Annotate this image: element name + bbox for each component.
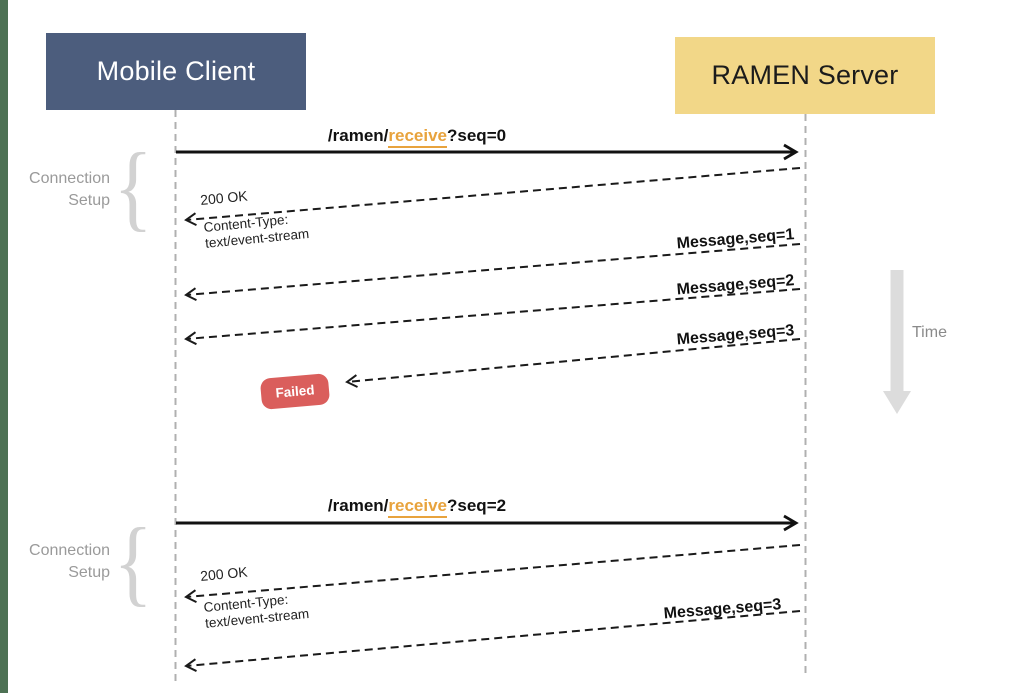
actor-ramen-server: RAMEN Server: [675, 37, 935, 114]
connection-setup-bottom-line1: Connection: [29, 542, 110, 559]
message3-retry-arrow: [184, 610, 801, 672]
actor-mobile-client: Mobile Client: [46, 33, 306, 110]
connection-setup-top-line2: Setup: [68, 192, 110, 209]
message3-arrow: [345, 338, 801, 388]
connection-setup-bottom-line2: Setup: [68, 564, 110, 581]
connection-setup-top-line1: Connection: [29, 170, 110, 187]
time-label: Time: [912, 324, 947, 341]
message1-arrow: [184, 243, 801, 302]
request1-label: /ramen/receive?seq=0: [317, 126, 517, 148]
message2-arrow: [184, 288, 801, 346]
connection-setup-label-bottom: Connection Setup: [14, 540, 110, 584]
request1-receive-link: receive: [388, 126, 448, 148]
connection-setup-label-top: Connection Setup: [14, 168, 110, 212]
response1-arrow: [184, 167, 801, 227]
request2-suffix: ?seq=2: [447, 496, 507, 515]
failed-badge: Failed: [259, 373, 331, 410]
brace-bottom: {: [113, 508, 153, 615]
response2-arrow: [184, 544, 801, 604]
time-arrow: [883, 270, 911, 414]
request2-label: /ramen/receive?seq=2: [317, 496, 517, 518]
request1-prefix: /ramen/: [327, 126, 389, 145]
brace-top: {: [113, 133, 153, 240]
request2-prefix: /ramen/: [327, 496, 389, 515]
left-edge-strip: [0, 0, 8, 693]
request2-receive-link: receive: [388, 496, 448, 518]
request1-suffix: ?seq=0: [447, 126, 507, 145]
